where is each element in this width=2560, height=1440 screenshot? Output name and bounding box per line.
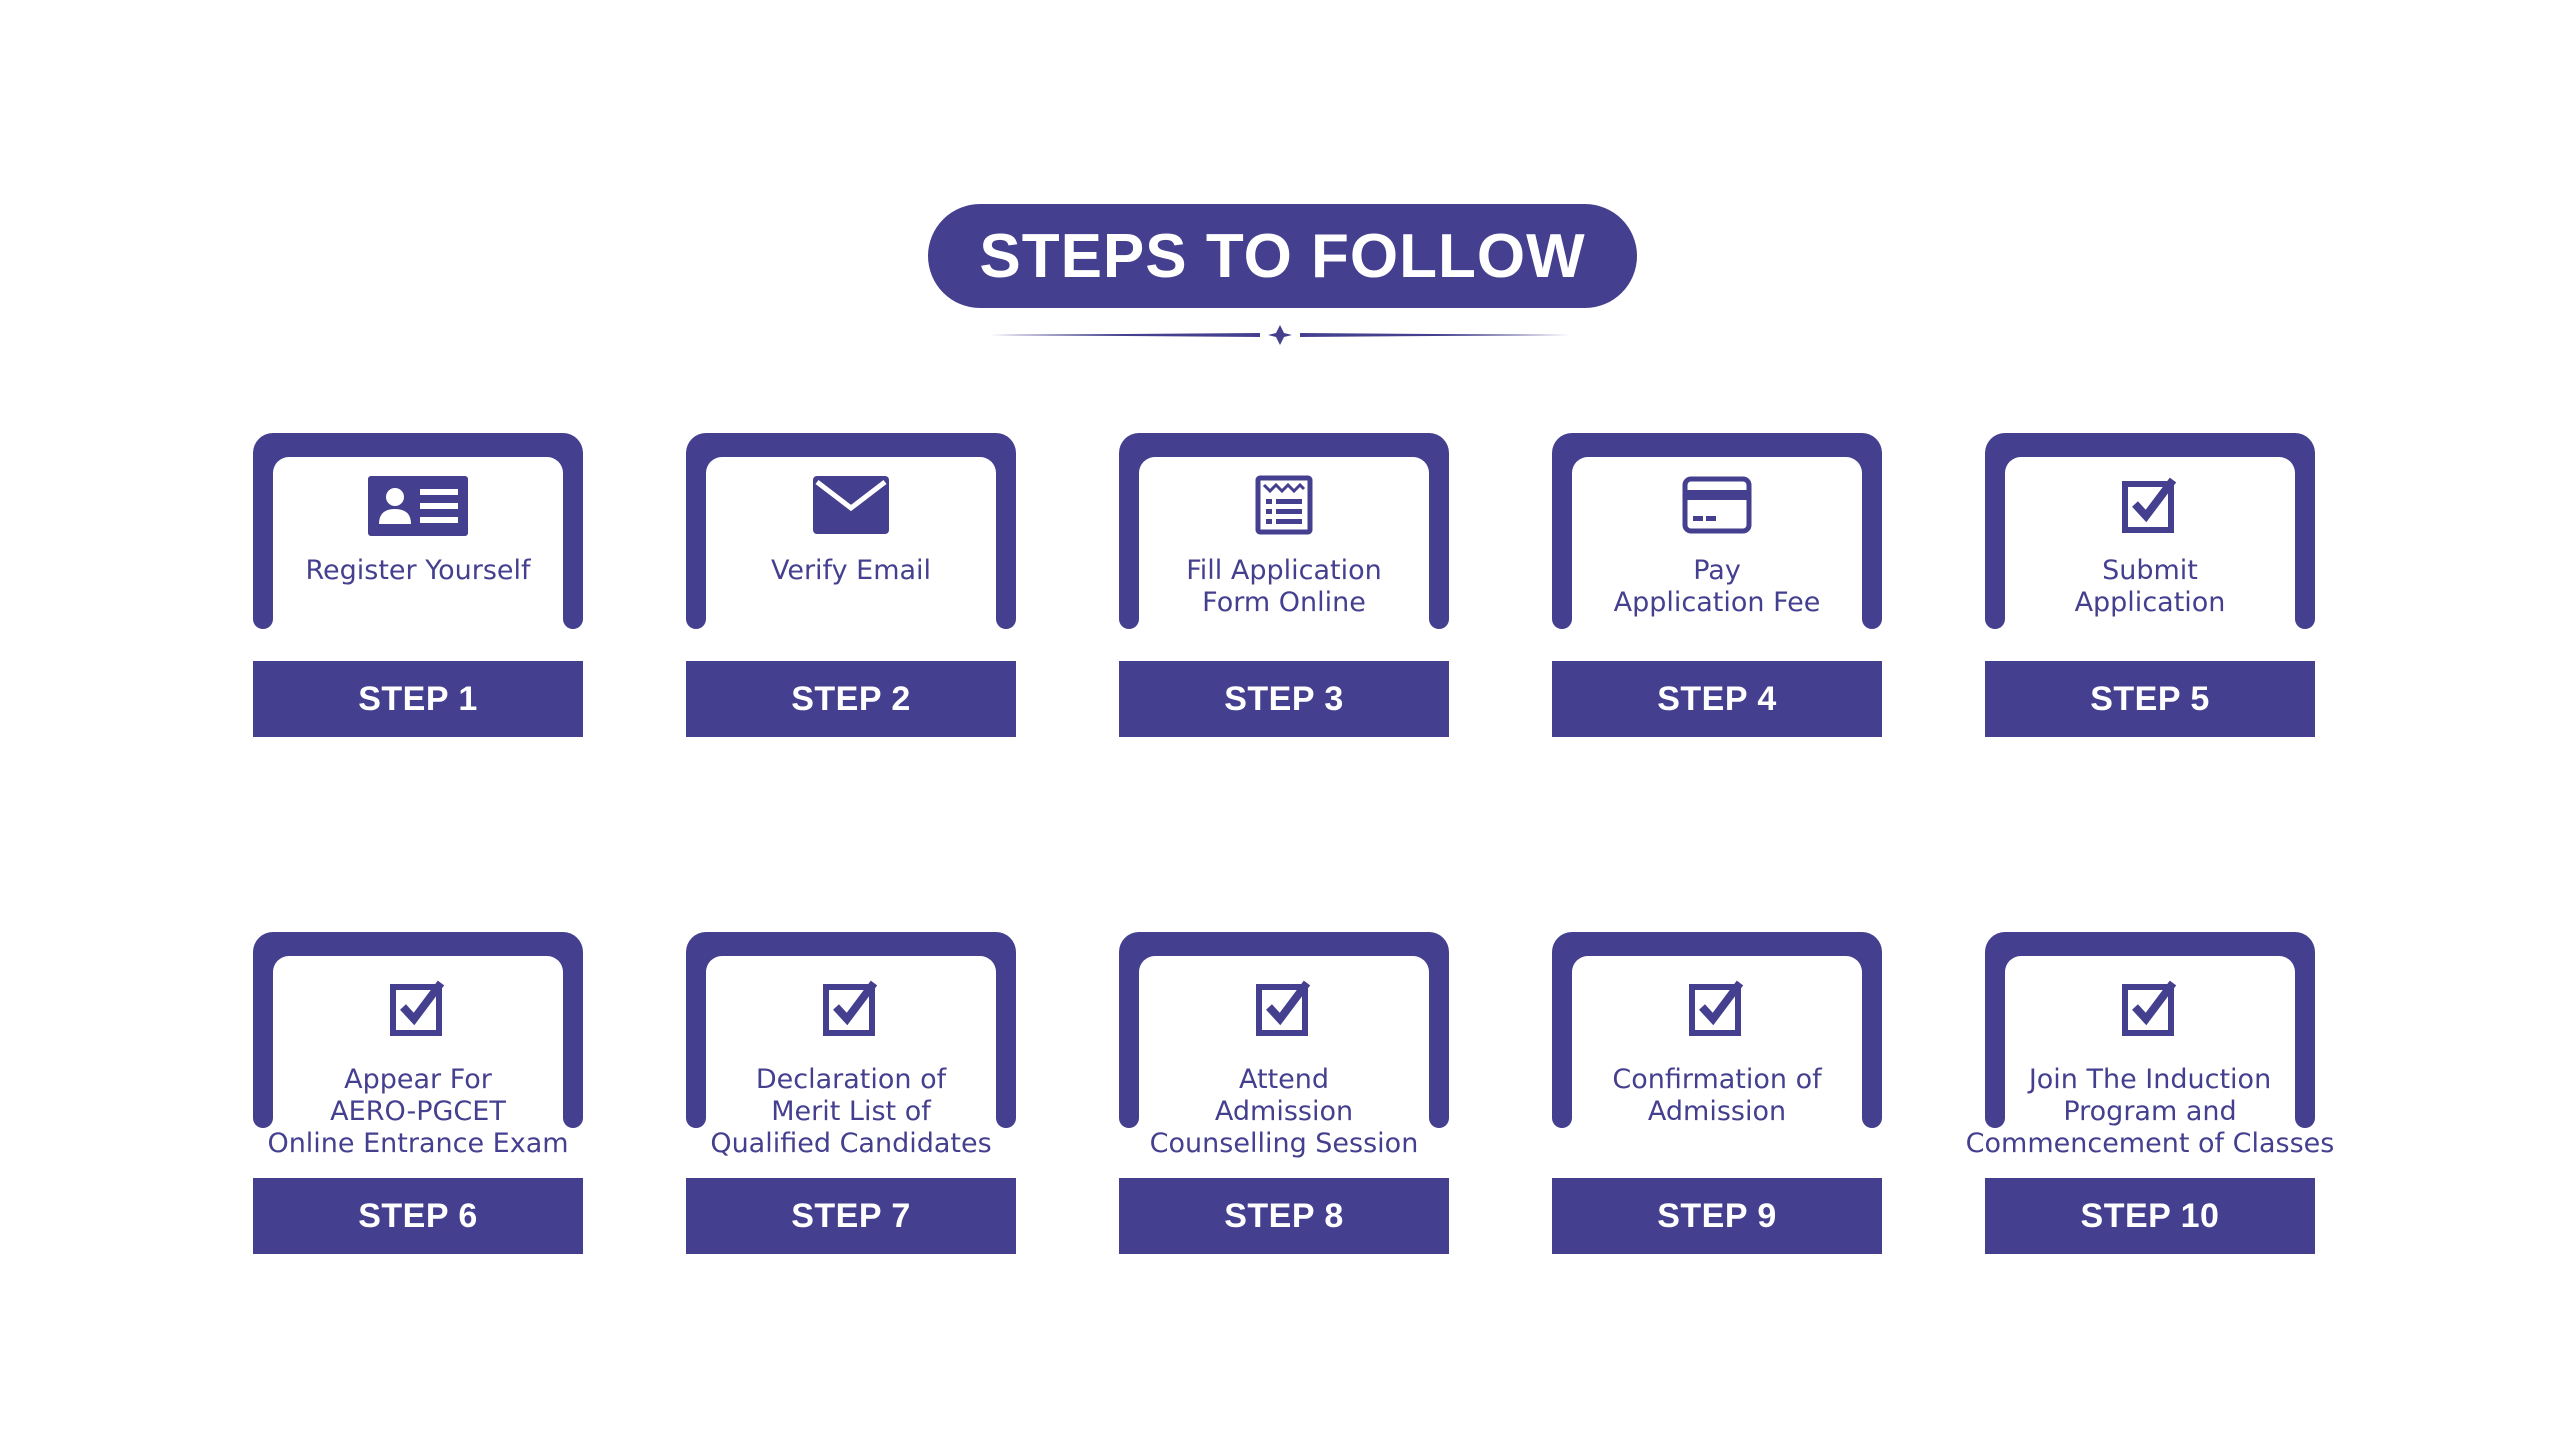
step-label: Register Yourself [305,555,531,586]
step-label: Join The Induction Program and Commencem… [1965,1064,2335,1159]
step-label: Submit Application [2074,555,2226,618]
title-banner: STEPS TO FOLLOW [928,204,1637,308]
card-frame [686,932,1016,1128]
checkbox-icon [821,978,881,1038]
checkbox-icon [1254,978,1314,1038]
step-label: Declaration of Merit List of Qualified C… [710,1064,992,1159]
checkbox-icon [2120,978,2180,1038]
step-label: Fill Application Form Online [1186,555,1382,618]
step-badge: STEP 9 [1552,1178,1882,1254]
page-title: STEPS TO FOLLOW [979,221,1586,291]
step-badge: STEP 1 [253,661,583,737]
step-label: Verify Email [770,555,932,586]
card-frame [253,932,583,1128]
checkbox-icon [388,978,448,1038]
envelope-icon [813,475,889,535]
step-badge: STEP 3 [1119,661,1449,737]
card-frame [253,433,583,629]
step-label: Attend Admission Counselling Session [1149,1064,1419,1159]
step-badge: STEP 6 [253,1178,583,1254]
card-frame [1985,433,2315,629]
step-badge: STEP 2 [686,661,1016,737]
title-divider [990,325,1570,345]
id-card-icon [368,473,468,539]
credit-card-icon [1681,475,1753,535]
form-icon [1254,473,1314,537]
card-frame [1119,932,1449,1128]
step-label: Appear For AERO-PGCET Online Entrance Ex… [267,1064,569,1159]
checkbox-icon [1687,978,1747,1038]
step-badge: STEP 4 [1552,661,1882,737]
card-frame [1552,932,1882,1128]
step-label: Confirmation of Admission [1612,1064,1822,1127]
step-badge: STEP 7 [686,1178,1016,1254]
checkbox-icon [2120,475,2180,535]
card-frame [1985,932,2315,1128]
step-label: Pay Application Fee [1613,555,1821,618]
card-frame [1119,433,1449,629]
card-frame [1552,433,1882,629]
step-badge: STEP 5 [1985,661,2315,737]
card-frame [686,433,1016,629]
step-badge: STEP 8 [1119,1178,1449,1254]
step-badge: STEP 10 [1985,1178,2315,1254]
